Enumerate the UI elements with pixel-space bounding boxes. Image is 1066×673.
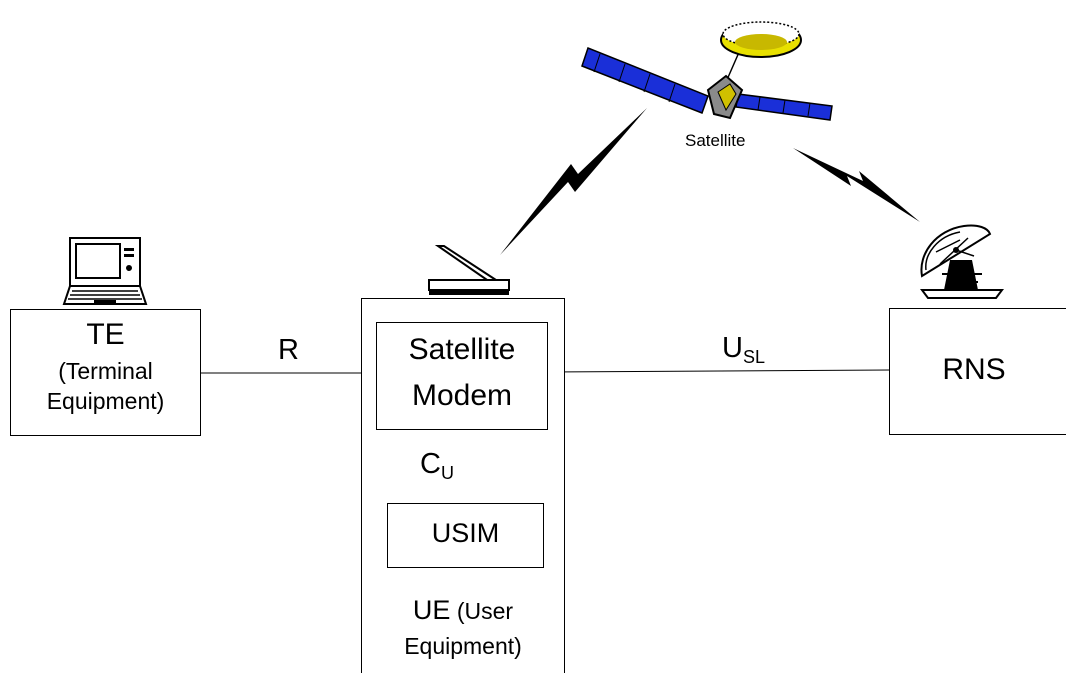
ue-caption-line2: Equipment) — [404, 633, 522, 659]
rns-box — [889, 308, 1066, 435]
satellite-terminal-icon — [428, 245, 510, 295]
cu-subscript: U — [440, 463, 454, 483]
ue-title: UE — [412, 595, 451, 625]
usim-label: USIM — [431, 518, 500, 548]
laptop-icon — [62, 237, 148, 305]
te-subtitle-line1: (Terminal — [58, 358, 153, 384]
satellite-label: Satellite — [685, 131, 746, 150]
te-box — [10, 309, 201, 436]
ground-station-dish-icon — [920, 224, 1004, 299]
te-title: TE — [86, 318, 125, 351]
usim-box — [387, 503, 544, 568]
cu-main: C — [420, 448, 441, 480]
usl-interface-line — [547, 369, 891, 373]
modem-label-line1: Satellite — [408, 333, 516, 366]
usl-main: U — [722, 332, 743, 364]
downlink-lightning-icon — [793, 148, 920, 222]
cu-interface-label: CU — [420, 448, 454, 483]
r-interface-label: R — [278, 334, 299, 366]
satellite-modem-box — [376, 322, 548, 430]
ue-caption-line1: UE (User — [361, 595, 565, 626]
modem-label-line2: Modem — [411, 379, 513, 412]
rns-label: RNS — [942, 353, 1006, 386]
usl-interface-label: USL — [722, 332, 765, 367]
usl-subscript: SL — [742, 347, 765, 367]
uplink-lightning-icon — [500, 108, 647, 255]
te-subtitle-line2: Equipment) — [46, 388, 165, 414]
ue-note-line1: (User — [456, 598, 514, 624]
satellite-icon — [581, 21, 833, 121]
